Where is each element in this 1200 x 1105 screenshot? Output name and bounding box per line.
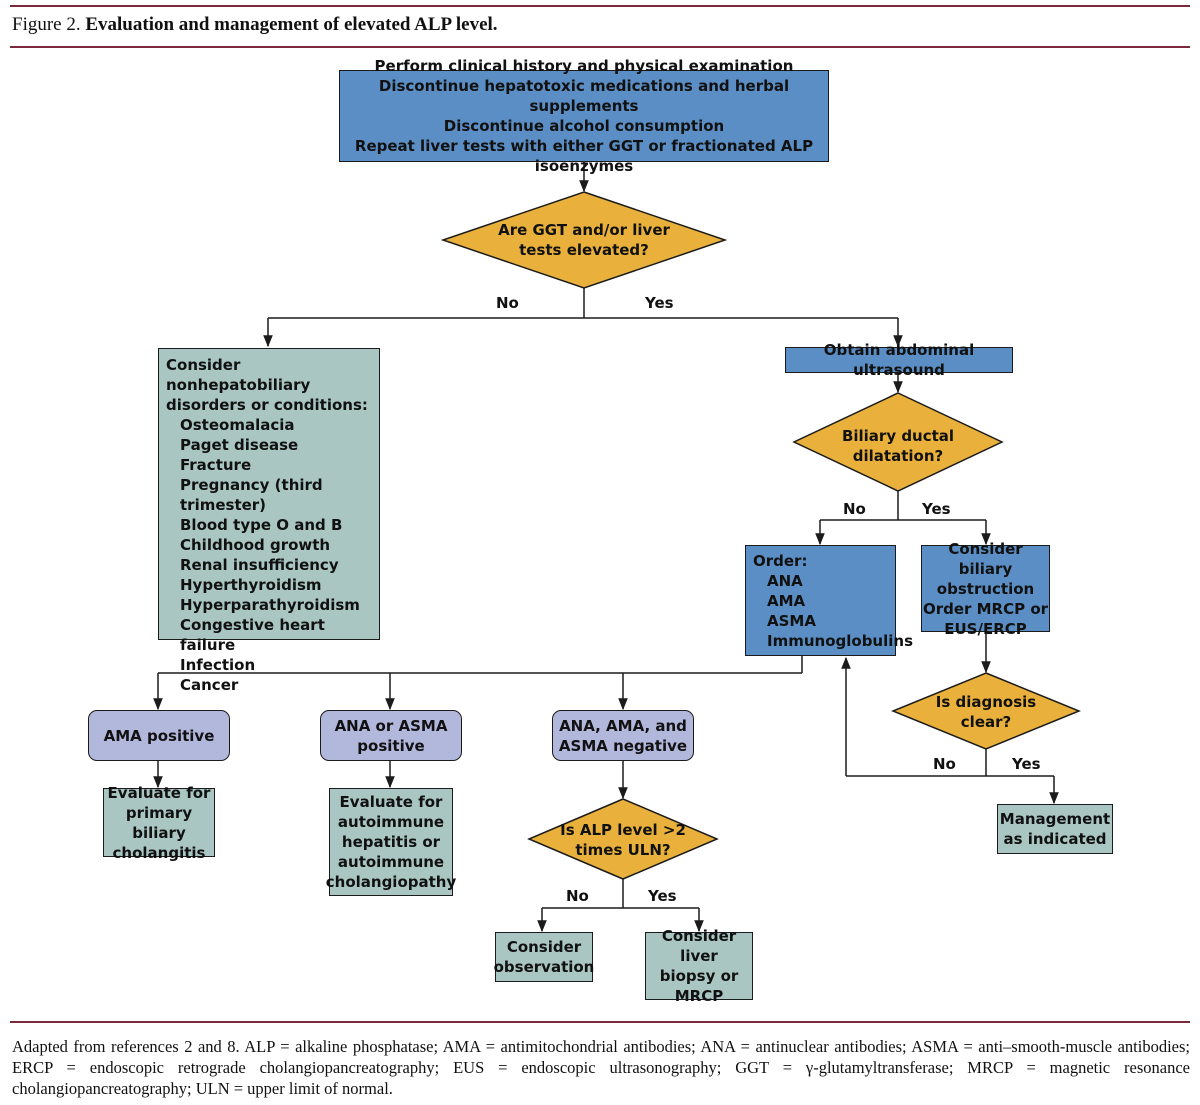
- order-item: Immunoglobulins: [767, 632, 913, 650]
- nonhepatobiliary-box: Consider nonhepatobiliary disorders or c…: [158, 348, 380, 694]
- order-heading: Order:: [753, 552, 808, 570]
- ultrasound-box: Obtain abdominal ultrasound: [785, 341, 1013, 379]
- evaluate-pbc-line-2: primary biliary: [125, 803, 193, 842]
- obstruction-line-1: Consider biliary: [948, 539, 1023, 578]
- observation-box: Consider observation: [493, 932, 595, 982]
- alp-question-line-1: Is ALP level >2: [560, 821, 686, 839]
- nonhep-item: Paget disease: [180, 436, 299, 454]
- ama-positive-label: AMA positive: [103, 726, 215, 745]
- evaluate-auto-line-5: cholangiopathy: [325, 873, 457, 891]
- order-item: AMA: [767, 592, 806, 610]
- evaluate-auto-line-2: autoimmune: [337, 813, 445, 831]
- evaluate-pbc-line-1: Evaluate for: [107, 783, 211, 802]
- top-rule: [10, 5, 1190, 7]
- management-line-1: Management: [999, 810, 1111, 828]
- negative-box: ANA, AMA, and ASMA negative: [552, 710, 694, 761]
- nonhep-item: Fracture: [180, 456, 252, 474]
- start-box: Perform clinical history and physical ex…: [339, 57, 829, 175]
- observation-line-1: Consider: [506, 938, 582, 956]
- management-line-2: as indicated: [1003, 830, 1107, 848]
- negative-line-2: ASMA negative: [558, 736, 688, 755]
- diamond-diagnosis: [891, 672, 1081, 750]
- figure-label: Figure 2.: [12, 14, 81, 35]
- biliary-question-line-2: dilatation?: [852, 447, 944, 465]
- obstruction-box: Consider biliary obstruction Order MRCP …: [921, 540, 1050, 638]
- diagnosis-question-line-1: Is diagnosis: [935, 693, 1037, 711]
- nonhep-item: Renal insufficiency: [180, 556, 339, 574]
- biopsy-line-3: MRCP: [674, 987, 724, 1005]
- nonhep-item: Congestive heart failure: [180, 616, 325, 654]
- alp-no-label: No: [566, 887, 589, 905]
- alp-yes-label: Yes: [648, 887, 677, 905]
- obstruction-line-3: Order MRCP or: [922, 599, 1049, 618]
- footnote-rule: [10, 1021, 1190, 1023]
- evaluate-pbc-line-3: cholangitis: [112, 843, 206, 862]
- nonhep-item: Infection: [180, 656, 256, 674]
- order-item: ANA: [767, 572, 803, 590]
- footnote: Adapted from references 2 and 8. ALP = a…: [12, 1037, 1190, 1098]
- observation-line-2: observation: [493, 958, 595, 976]
- diamond-ggt: [440, 191, 728, 289]
- nonhep-item: Hyperthyroidism: [180, 576, 322, 594]
- nonhep-item: Blood type O and B: [180, 516, 343, 534]
- ggt-question-line-2: tests elevated?: [519, 241, 649, 259]
- nonhep-item: Cancer: [180, 676, 239, 694]
- nonhep-item: Hyperparathyroidism: [180, 596, 360, 614]
- nonhep-heading-2: disorders or conditions:: [166, 396, 368, 414]
- ana-asma-positive-line-2: positive: [357, 736, 425, 755]
- start-line-1: Perform clinical history and physical ex…: [374, 57, 794, 75]
- ggt-yes-label: Yes: [645, 294, 674, 312]
- evaluate-auto-line-3: hepatitis or: [341, 833, 441, 851]
- ana-asma-positive-line-1: ANA or ASMA: [334, 716, 448, 735]
- alp-question-line-2: times ULN?: [575, 841, 671, 859]
- diagnosis-yes-label: Yes: [1012, 755, 1041, 773]
- negative-line-1: ANA, AMA, and: [559, 716, 687, 735]
- diagnosis-question-line-2: clear?: [960, 713, 1012, 731]
- biliary-question: Biliary ductal dilatation?: [818, 426, 978, 466]
- evaluate-auto-line-1: Evaluate for: [339, 793, 443, 811]
- nonhep-item: Childhood growth: [180, 536, 331, 554]
- evaluate-pbc-box: Evaluate for primary biliary cholangitis: [103, 784, 215, 862]
- biliary-question-line-1: Biliary ductal: [841, 427, 955, 445]
- ama-positive-box: AMA positive: [88, 710, 230, 761]
- figure-title: Evaluation and management of elevated AL…: [85, 14, 498, 35]
- obstruction-line-2: obstruction: [936, 579, 1035, 598]
- figure-caption: Figure 2. Evaluation and management of e…: [12, 14, 498, 36]
- ana-asma-positive-box: ANA or ASMA positive: [320, 710, 462, 761]
- start-line-3: Discontinue alcohol consumption: [443, 117, 725, 135]
- evaluate-autoimmune-box: Evaluate for autoimmune hepatitis or aut…: [326, 788, 456, 896]
- ggt-question: Are GGT and/or liver tests elevated?: [484, 220, 684, 260]
- evaluate-auto-line-4: autoimmune: [337, 853, 445, 871]
- alp-question: Is ALP level >2 times ULN?: [548, 820, 698, 860]
- management-box: Management as indicated: [997, 804, 1113, 854]
- biopsy-line-1: Consider liver: [661, 927, 737, 965]
- caption-rule: [10, 46, 1190, 48]
- diagnosis-no-label: No: [933, 755, 956, 773]
- biliary-yes-label: Yes: [922, 500, 951, 518]
- nonhep-heading-1: Consider nonhepatobiliary: [166, 356, 311, 394]
- start-line-2: Discontinue hepatotoxic medications and …: [378, 77, 790, 115]
- diamond-alp: [527, 798, 719, 880]
- obstruction-line-4: EUS/ERCP: [944, 619, 1027, 638]
- diamond-biliary: [792, 392, 1004, 492]
- nonhep-item: Osteomalacia: [180, 416, 295, 434]
- biopsy-line-2: biopsy or: [659, 967, 739, 985]
- ggt-question-line-1: Are GGT and/or liver: [498, 221, 670, 239]
- start-line-4: Repeat liver tests with either GGT or fr…: [354, 137, 814, 175]
- ultrasound-label: Obtain abdominal ultrasound: [823, 341, 975, 379]
- biliary-no-label: No: [843, 500, 866, 518]
- nonhep-item: Pregnancy (third trimester): [180, 476, 323, 514]
- biopsy-box: Consider liver biopsy or MRCP: [645, 927, 753, 1005]
- diagnosis-question: Is diagnosis clear?: [916, 692, 1056, 732]
- order-box: Order: ANA AMA ASMA Immunoglobulins: [745, 545, 913, 656]
- ggt-no-label: No: [496, 294, 519, 312]
- order-item: ASMA: [767, 612, 816, 630]
